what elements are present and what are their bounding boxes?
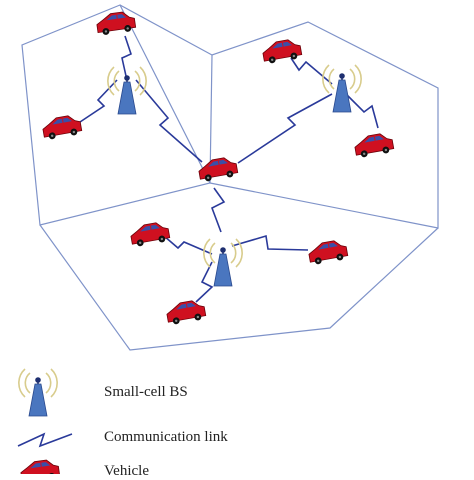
vehicle-top-left xyxy=(95,9,137,37)
vehicle-right xyxy=(352,131,395,160)
small-cell-bs-3 xyxy=(203,238,243,287)
small-cell-bs-2 xyxy=(322,64,362,113)
link-bs2-car-top xyxy=(290,57,333,85)
link-bs3-car-left xyxy=(163,235,213,255)
vehicle-bottom xyxy=(164,298,207,327)
link-bs3-car-bottom xyxy=(195,261,214,303)
link-bs2-car-right xyxy=(345,93,379,129)
link-bs1-car-center xyxy=(135,79,203,163)
legend-vehicle-icon xyxy=(19,457,61,474)
vehicle-center xyxy=(196,155,239,184)
cell-boundaries xyxy=(21,4,439,351)
small-cell-bs-1 xyxy=(107,66,147,115)
vehicle-bottom-right xyxy=(306,238,349,267)
legend xyxy=(17,368,73,474)
link-bs1-car-left xyxy=(79,79,118,123)
legend-link-icon xyxy=(17,432,73,448)
legend-bs-label: Small-cell BS xyxy=(104,384,188,400)
cell-boundary-right xyxy=(119,4,439,229)
vehicle-bottom-left xyxy=(128,220,171,249)
legend-vehicle-label: Vehicle xyxy=(104,463,149,479)
legend-bs-icon xyxy=(18,368,58,417)
cell-boundary-bottom xyxy=(39,224,439,351)
link-bs3-car-center xyxy=(210,187,226,233)
legend-link-label: Communication link xyxy=(104,429,228,445)
vehicle-left xyxy=(40,113,83,142)
link-bs2-car-center xyxy=(237,93,333,164)
vehicle-top-right xyxy=(260,37,303,66)
communication-links xyxy=(79,35,379,303)
link-bs1-car-top xyxy=(121,35,132,77)
link-bs3-car-right xyxy=(231,234,309,251)
